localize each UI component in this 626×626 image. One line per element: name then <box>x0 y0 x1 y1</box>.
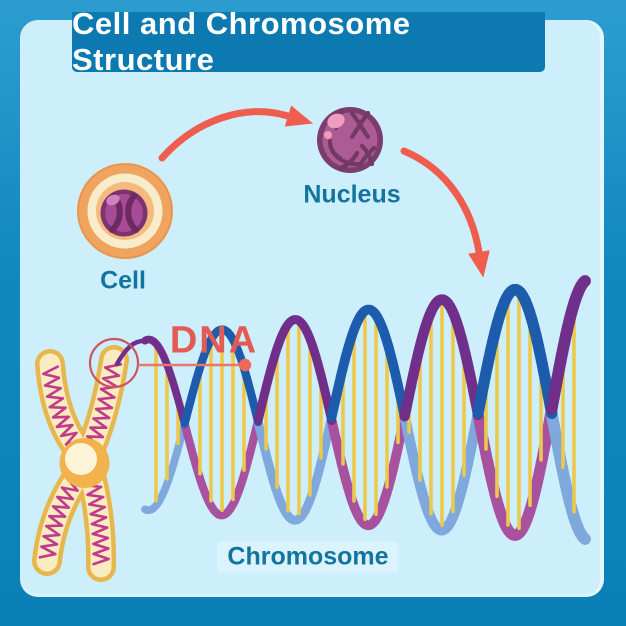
helix-strand-segment <box>326 304 410 422</box>
nucleus-label: Nucleus <box>303 180 401 209</box>
arrow-cell-to-nucleus-icon <box>158 105 313 162</box>
page-title: Cell and Chromosome Structure <box>72 6 545 78</box>
helix-strand-segment <box>253 412 337 525</box>
cell-nucleus-highlight <box>106 194 120 206</box>
cell-illustration <box>77 163 173 259</box>
helix-strand-segment <box>399 407 484 536</box>
arrow-head <box>468 250 490 278</box>
arrow-shaft <box>158 108 292 162</box>
nucleus-illustration <box>317 107 383 173</box>
helix-strand-segment <box>326 411 410 531</box>
helix-strand-segment <box>141 419 189 515</box>
arrow-head <box>284 105 313 127</box>
chromosome-coil <box>82 363 123 448</box>
chromatin-squiggle <box>327 138 343 161</box>
helix-strand-segment <box>141 335 189 428</box>
helix-strand-segment <box>180 416 263 520</box>
chromosome-coils <box>38 363 123 566</box>
chromosome-label: Chromosome <box>217 541 399 573</box>
dna-helix-back-strands <box>141 403 591 545</box>
dna-helix-rungs <box>154 294 576 531</box>
helix-strand-segment <box>180 325 263 428</box>
nucleus-highlight <box>327 113 345 129</box>
helix-strand-segment <box>253 315 337 425</box>
annotation-dot-icon <box>238 358 252 372</box>
title-banner: Cell and Chromosome Structure <box>72 6 545 77</box>
chromosome-coil <box>84 475 110 566</box>
arrow-nucleus-to-dna-icon <box>400 147 490 278</box>
helix-strand-segment <box>472 283 558 420</box>
chromosome-coil <box>42 365 83 454</box>
dna-annotation <box>88 337 252 389</box>
chromatin-squiggle <box>338 150 360 171</box>
helix-strand-segment <box>545 407 591 545</box>
helix-strand-segment <box>472 403 558 541</box>
arrow-shaft <box>400 147 483 256</box>
centromere-highlight <box>65 443 97 475</box>
dna-label: DNA <box>169 319 259 362</box>
chromosome-illustration <box>32 345 129 582</box>
cell-chromosome-icon <box>125 193 139 233</box>
helix-strand-segment <box>399 294 484 422</box>
annotation-circle-icon <box>88 337 140 389</box>
dna-helix-front-strands <box>141 275 591 428</box>
nucleus-highlight-dot <box>324 131 332 139</box>
cell-label: Cell <box>100 266 146 295</box>
chromatin-squiggle <box>349 110 371 140</box>
chromosome-coil <box>38 477 84 559</box>
page-title-text: Cell and Chromosome Structure <box>72 6 411 77</box>
helix-strand-segment <box>545 275 591 415</box>
